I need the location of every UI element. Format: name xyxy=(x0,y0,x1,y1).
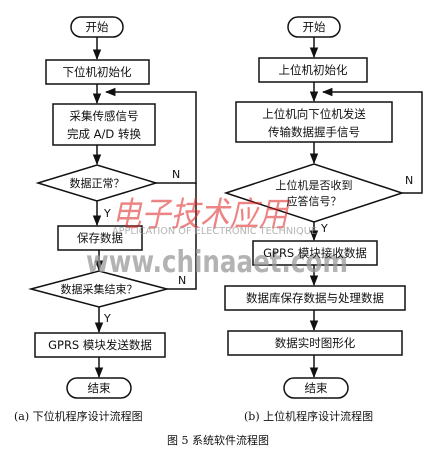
left-yes-2: Y xyxy=(103,312,111,325)
caption-right: (b) 上位机程序设计流程图 xyxy=(244,409,373,423)
watermark-url: www.chinaaet.com xyxy=(86,245,348,280)
right-receive-label: GPRS 模块接收数据 xyxy=(263,246,367,260)
left-yes-1: Y xyxy=(103,207,111,220)
right-end-label: 结束 xyxy=(305,381,328,395)
right-labels: 开始 上位机初始化 上位机向下位机发送 传输数据握手信号 上位机是否收到 应答信… xyxy=(246,20,413,395)
right-graph-label: 数据实时图形化 xyxy=(275,336,356,350)
watermark: 电子技术应用 APPLICATION OF ELECTRONIC TECHNIQ… xyxy=(86,195,348,280)
left-init-label: 下位机初始化 xyxy=(63,65,132,79)
left-labels: 开始 下位机初始化 采集传感信号 完成 A/D 转换 数据正常？ 保存数据 数据… xyxy=(48,20,186,395)
left-data-ok-label: 数据正常？ xyxy=(70,176,125,190)
right-ack-label-1: 上位机是否收到 xyxy=(276,178,353,192)
left-collect-label-2: 完成 A/D 转换 xyxy=(67,127,141,141)
left-no-2: N xyxy=(178,274,186,287)
left-save-label: 保存数据 xyxy=(77,231,123,245)
right-graph-box xyxy=(227,330,403,356)
right-handshake-box xyxy=(235,101,393,143)
right-ack-label-2: 应答信号？ xyxy=(287,194,342,208)
left-no-1: N xyxy=(172,168,180,181)
caption-figure: 图 5 系统软件流程图 xyxy=(167,433,269,447)
watermark-logo: 电子技术应用 xyxy=(112,195,291,235)
right-handshake-label-1: 上位机向下位机发送 xyxy=(262,107,366,121)
left-init-box xyxy=(45,59,150,85)
watermark-sub: APPLICATION OF ELECTRONIC TECHNIQUE xyxy=(112,226,317,237)
captions: (a) 下位机程序设计流程图 (b) 上位机程序设计流程图 图 5 系统软件流程… xyxy=(14,409,373,447)
right-no: N xyxy=(405,174,413,187)
right-receive-box xyxy=(252,240,378,266)
caption-left: (a) 下位机程序设计流程图 xyxy=(14,409,143,423)
right-init-label: 上位机初始化 xyxy=(279,63,348,77)
right-handshake-label-2: 传输数据握手信号 xyxy=(268,125,360,139)
right-yes: Y xyxy=(320,222,328,235)
left-collect-label-1: 采集传感信号 xyxy=(70,109,139,123)
left-start-label: 开始 xyxy=(86,20,109,34)
left-flowchart xyxy=(28,16,197,399)
right-db-label: 数据库保存数据与处理数据 xyxy=(246,291,384,305)
left-send-label: GPRS 模块发送数据 xyxy=(48,338,152,352)
right-start-label: 开始 xyxy=(303,20,326,34)
left-collect-done-label: 数据采集结束？ xyxy=(61,282,138,296)
left-end-label: 结束 xyxy=(88,381,111,395)
left-collect-box xyxy=(52,103,156,146)
left-send-box xyxy=(34,332,166,358)
right-flowchart xyxy=(223,16,423,399)
